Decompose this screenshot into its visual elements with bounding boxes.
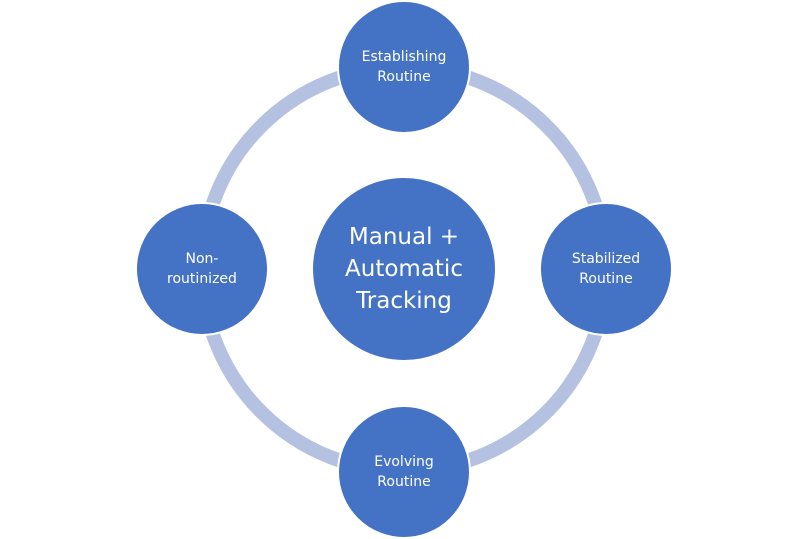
node-stabilized-routine-label: Stabilized Routine (571, 251, 641, 287)
node-non-routinized-label: Non- routinized (167, 251, 237, 287)
node-non-routinized: Non- routinized (135, 202, 269, 336)
node-establishing-routine: Establishing Routine (337, 0, 471, 134)
node-evolving-routine-label: Evolving Routine (374, 454, 434, 490)
node-stabilized-routine: Stabilized Routine (539, 202, 673, 336)
center-node-label: Manual + Automatic Tracking (345, 224, 463, 314)
node-establishing-routine-label: Establishing Routine (361, 49, 447, 85)
node-evolving-routine: Evolving Routine (337, 405, 471, 539)
center-node-tracking: Manual + Automatic Tracking (311, 176, 497, 362)
